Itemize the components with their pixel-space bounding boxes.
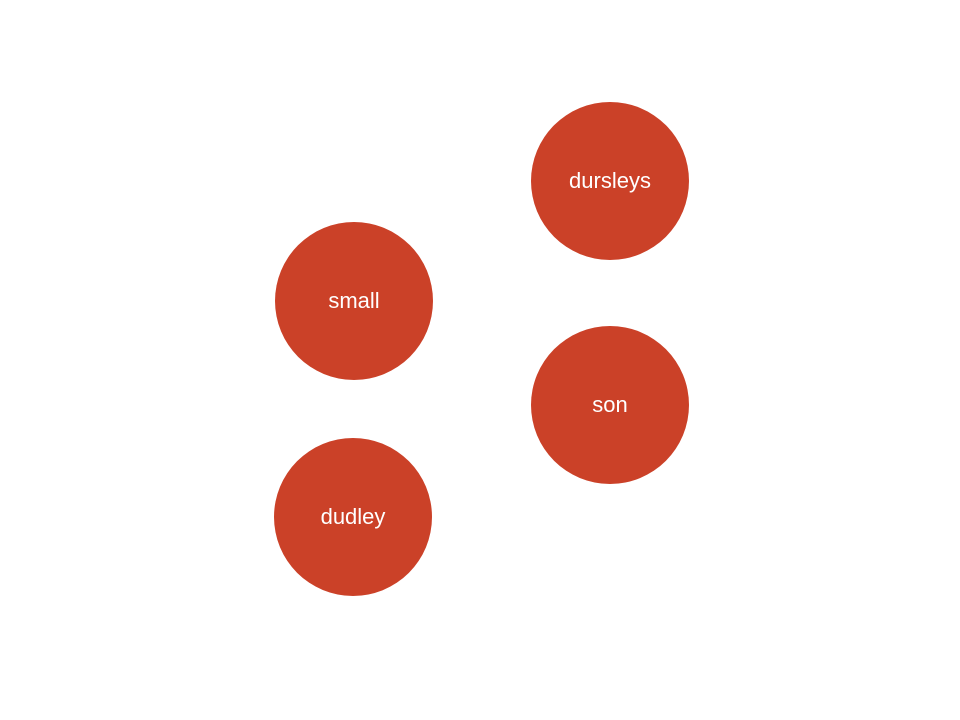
node-label-dursleys: dursleys xyxy=(569,168,651,193)
node-label-dudley: dudley xyxy=(320,504,386,529)
node-label-small: small xyxy=(328,288,380,313)
node-label-son: son xyxy=(592,392,628,417)
node-dursleys: dursleys xyxy=(531,102,689,260)
node-dudley: dudley xyxy=(274,438,432,596)
node-small: small xyxy=(275,222,433,380)
node-son: son xyxy=(531,326,689,484)
